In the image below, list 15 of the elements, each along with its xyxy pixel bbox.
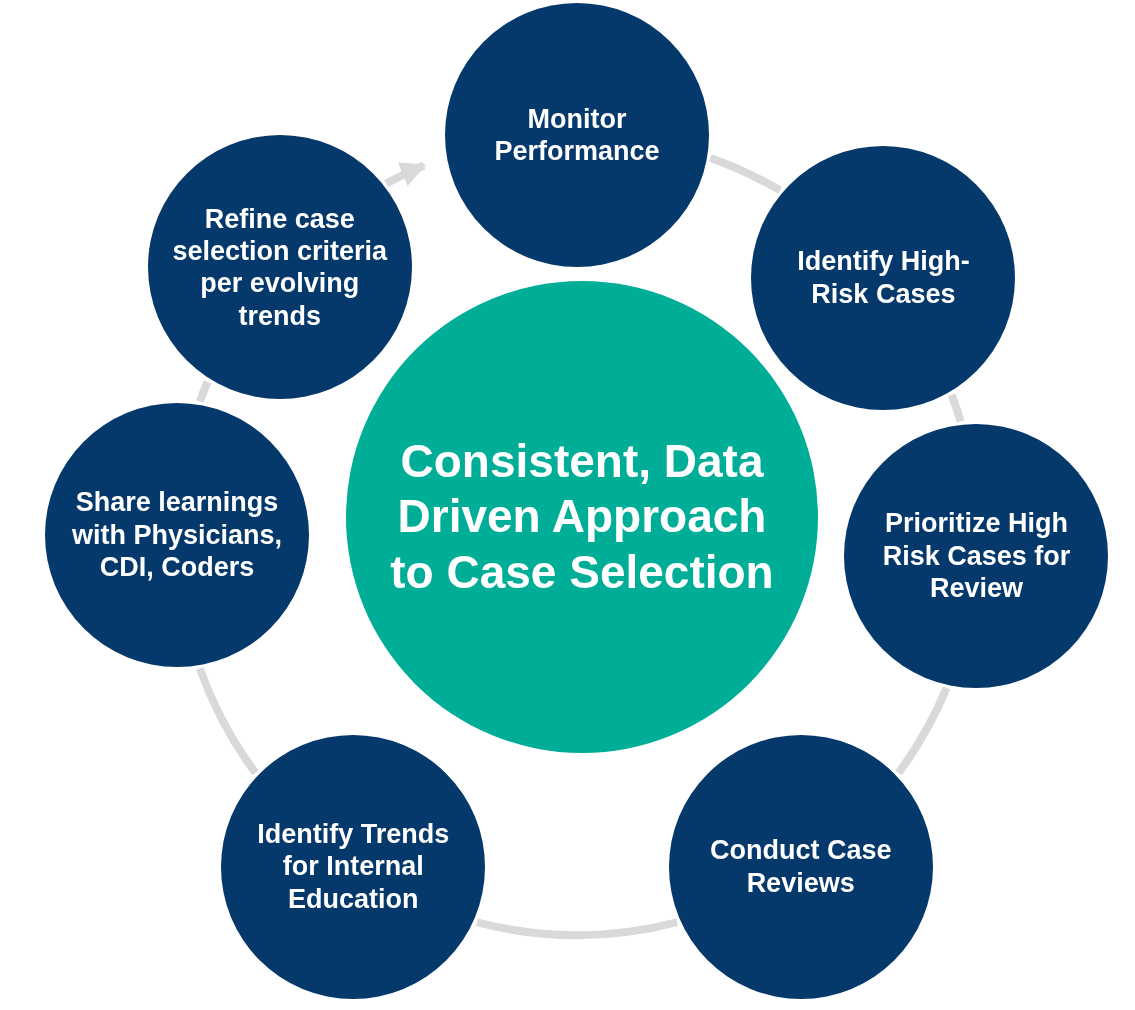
hub-title: Consistent, Data Driven Approach to Case Selection: [389, 434, 775, 600]
step-label: Refine case selection criteria per evolving trends: [172, 202, 388, 333]
step-label: Prioritize High Risk Cases for Review: [881, 507, 1072, 605]
connector-arc: [709, 154, 782, 194]
arrow: [384, 161, 427, 188]
step-label: Monitor Performance: [493, 102, 661, 168]
step-label: Conduct Case Reviews: [708, 834, 893, 899]
connector-arc: [476, 918, 678, 939]
connector-arc: [196, 667, 259, 776]
connector-arc: [196, 380, 212, 403]
connector-arc: [895, 686, 951, 776]
step-label: Share learnings with Physicians, CDI, Coders: [70, 486, 284, 584]
connector-arc: [947, 393, 965, 423]
step-label: Identify Trends for Internal Education: [256, 818, 451, 916]
step-label: Identify High-Risk Cases: [796, 245, 971, 311]
